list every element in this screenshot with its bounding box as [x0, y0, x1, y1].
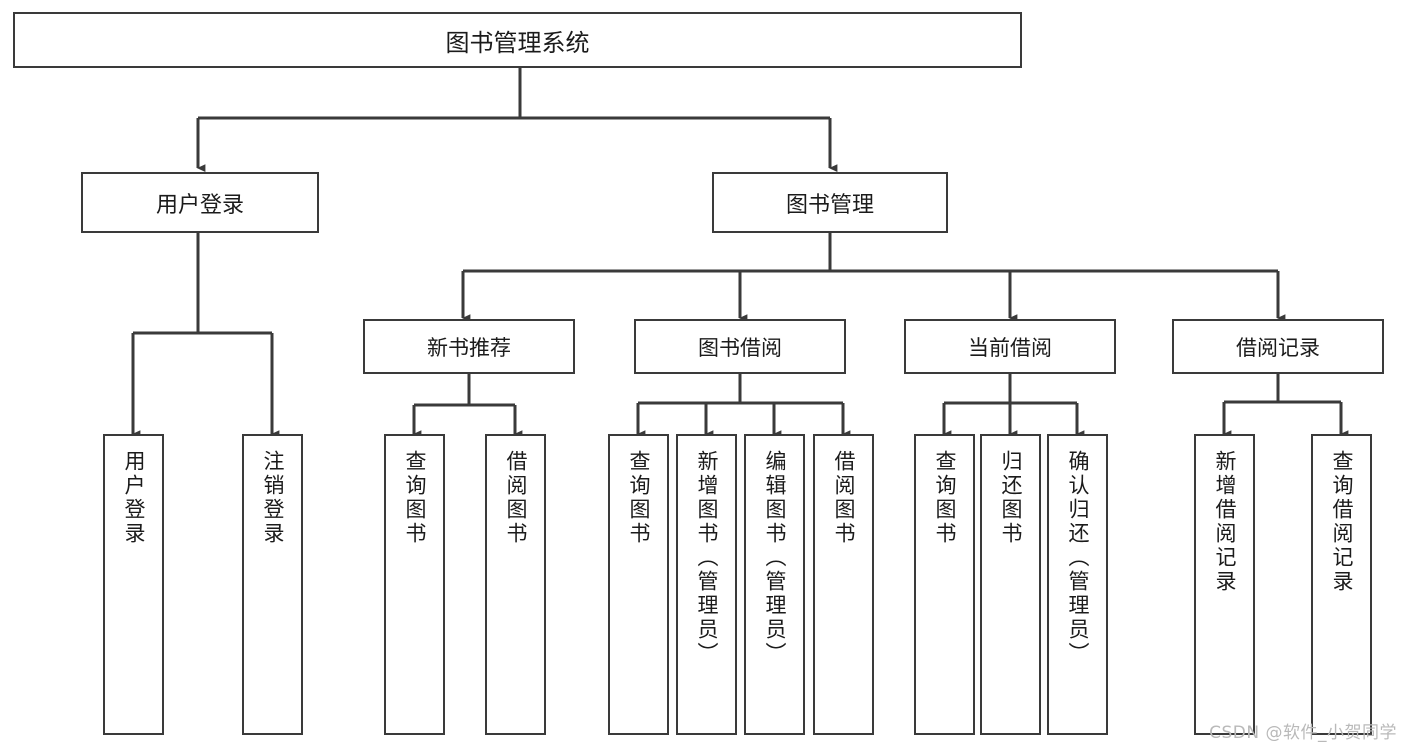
node-label: 查询图书 [403, 450, 427, 546]
leaf-confirm-return-admin[interactable]: 确认归还（管理员） [1047, 434, 1108, 735]
leaf-user-login[interactable]: 用户登录 [103, 434, 164, 735]
node-label: 图书管理系统 [445, 28, 590, 57]
node-label: 归还图书 [999, 450, 1023, 546]
leaf-edit-book-admin[interactable]: 编辑图书（管理员） [744, 434, 805, 735]
leaf-return-book[interactable]: 归还图书 [980, 434, 1041, 735]
node-new-book-recommend[interactable]: 新书推荐 [363, 319, 575, 374]
leaf-borrow-book[interactable]: 借阅图书 [813, 434, 874, 735]
leaf-query-book-recommend[interactable]: 查询图书 [384, 434, 445, 735]
node-root-system[interactable]: 图书管理系统 [13, 12, 1022, 68]
leaf-add-book-admin[interactable]: 新增图书（管理员） [676, 434, 737, 735]
node-book-management[interactable]: 图书管理 [712, 172, 948, 233]
node-label: 新增借阅记录 [1213, 450, 1237, 594]
node-label: 用户登录 [122, 450, 146, 546]
node-label: 编辑图书（管理员） [763, 450, 787, 666]
node-user-login[interactable]: 用户登录 [81, 172, 319, 233]
node-label: 借阅记录 [1236, 335, 1320, 360]
node-label: 查询图书 [933, 450, 957, 546]
node-label: 当前借阅 [968, 335, 1052, 360]
node-label: 注销登录 [261, 450, 285, 546]
node-label: 查询图书 [627, 450, 651, 546]
node-label: 借阅图书 [832, 450, 856, 546]
node-borrow-record[interactable]: 借阅记录 [1172, 319, 1384, 374]
leaf-query-book-borrow[interactable]: 查询图书 [608, 434, 669, 735]
node-label: 图书管理 [785, 192, 874, 218]
node-label: 借阅图书 [504, 450, 528, 546]
leaf-query-book-current[interactable]: 查询图书 [914, 434, 975, 735]
leaf-query-borrow-record[interactable]: 查询借阅记录 [1311, 434, 1372, 735]
node-current-borrow[interactable]: 当前借阅 [904, 319, 1116, 374]
node-book-borrow[interactable]: 图书借阅 [634, 319, 846, 374]
node-label: 新增图书（管理员） [695, 450, 719, 666]
leaf-borrow-book-recommend[interactable]: 借阅图书 [485, 434, 546, 735]
leaf-user-logout[interactable]: 注销登录 [242, 434, 303, 735]
node-label: 确认归还（管理员） [1066, 450, 1090, 666]
leaf-add-borrow-record[interactable]: 新增借阅记录 [1194, 434, 1255, 735]
node-label: 图书借阅 [698, 335, 782, 360]
node-label: 用户登录 [155, 192, 244, 218]
node-label: 新书推荐 [427, 335, 511, 360]
node-label: 查询借阅记录 [1330, 450, 1354, 594]
